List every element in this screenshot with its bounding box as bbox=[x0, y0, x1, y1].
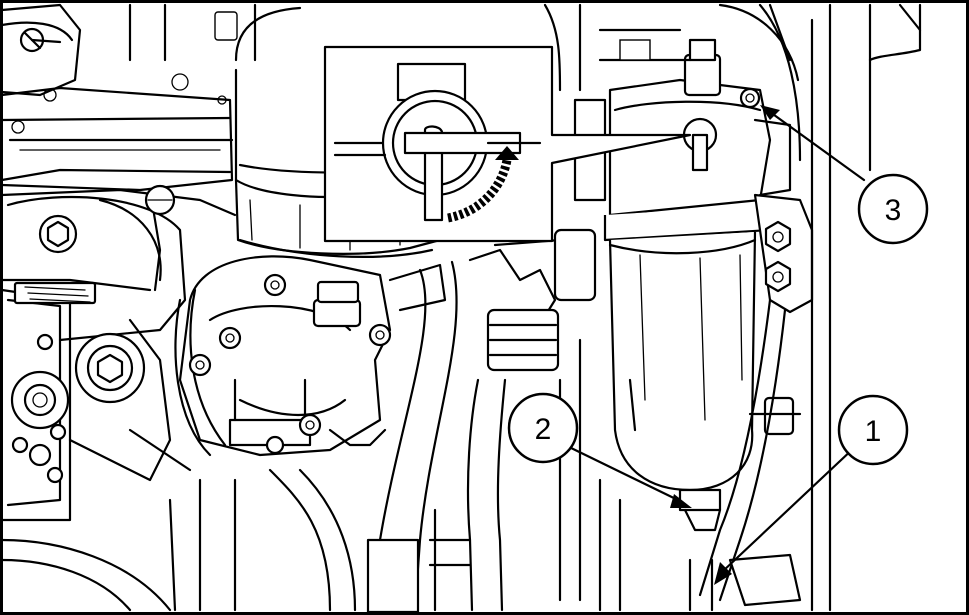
leader-arrowhead-1 bbox=[714, 562, 732, 585]
engine-block bbox=[0, 3, 357, 612]
primary-fuel-filter bbox=[174, 3, 447, 457]
leader-arrowhead-2 bbox=[670, 494, 692, 508]
leader-arrowhead-3 bbox=[760, 105, 780, 120]
water-separator-filter bbox=[543, 3, 922, 612]
callout-leaders bbox=[565, 105, 866, 585]
callout-2: 2 bbox=[507, 392, 579, 464]
fuel-hoses bbox=[366, 228, 597, 614]
callout-1: 1 bbox=[837, 394, 909, 466]
detail-inset bbox=[323, 45, 692, 243]
callout-1-label: 1 bbox=[865, 415, 882, 448]
callout-3: 3 bbox=[857, 173, 929, 245]
callout-3-label: 3 bbox=[885, 194, 902, 227]
callout-2-label: 2 bbox=[535, 413, 552, 446]
